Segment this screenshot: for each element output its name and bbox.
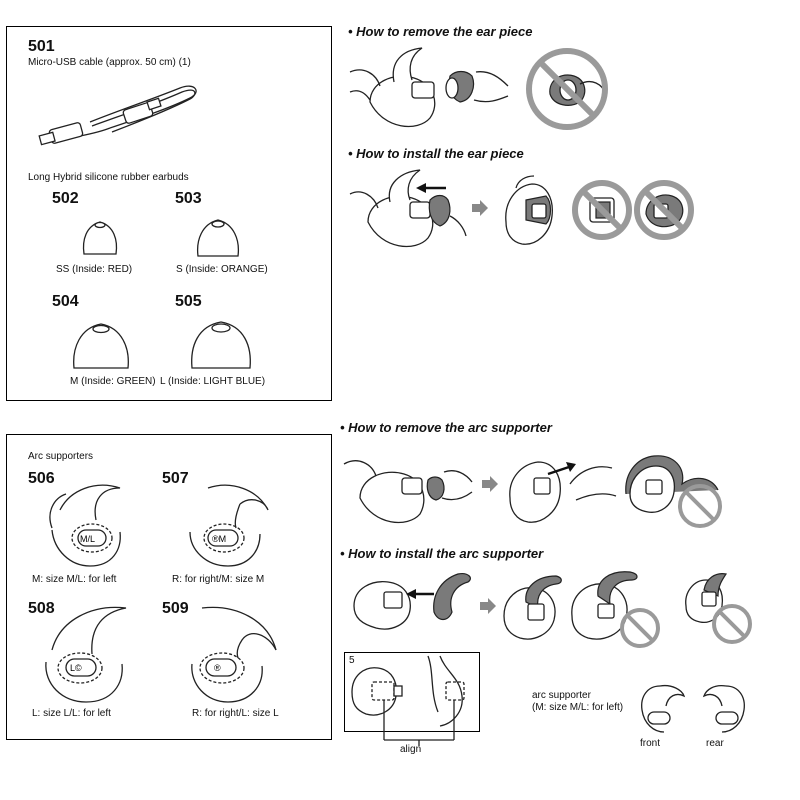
supporter-mark: ® (214, 663, 221, 673)
supporter-mark: ®M (212, 534, 226, 544)
align-inset-box (344, 652, 480, 732)
earbud-number: 505 (175, 293, 202, 310)
arrow-right-icon (472, 200, 488, 216)
supporter-number: 509 (162, 600, 189, 617)
remove-ear-piece-heading: • How to remove the ear piece (348, 24, 533, 39)
supporter-caption: R: for right/M: size M (172, 574, 265, 585)
supporter-mark: L© (70, 663, 82, 673)
arc-rear-illustration (702, 684, 745, 733)
cable-caption: Micro-USB cable (approx. 50 cm) (1) (28, 57, 191, 68)
prohibited-pull-tip-icon (526, 48, 608, 130)
arrow-right-icon (482, 476, 498, 492)
supporter-number: 508 (28, 600, 55, 617)
install-ear-piece-illustration (349, 169, 467, 248)
prohibited-install-2-icon (634, 180, 694, 240)
earbud-number: 503 (175, 190, 202, 207)
align-inset-illustration (351, 655, 465, 746)
supporter-mark: M/L (80, 534, 95, 544)
install-arc-step2-illustration (503, 575, 562, 640)
remove-arc-heading: • How to remove the arc supporter (340, 420, 552, 435)
arc-front-illustration (641, 684, 686, 733)
supporter-number: 507 (162, 470, 189, 487)
install-ear-piece-heading: • How to install the ear piece (348, 146, 524, 161)
supporter-number: 506 (28, 470, 55, 487)
earbud-caption: M (Inside: GREEN) (70, 376, 156, 387)
earbud-number: 502 (52, 190, 79, 207)
arc-front-label: front (640, 738, 661, 749)
arc-supporters-title: Arc supporters (28, 451, 94, 462)
align-label: align (400, 744, 422, 755)
supporter-508-illustration: L© (45, 606, 127, 703)
earbud-m-illustration (73, 323, 129, 369)
supporter-caption: L: size L/L: for left (32, 708, 111, 719)
supporter-509-illustration: ® (191, 606, 277, 703)
accessories-box (6, 26, 332, 401)
prohibited-install-arc-1-illustration (571, 571, 660, 648)
prohibited-remove-arc-illustration (625, 455, 722, 528)
earbud-ss-illustration (82, 221, 118, 255)
prohibited-install-1-icon (572, 180, 632, 240)
arc-supporters-box (6, 434, 332, 740)
supporter-507-illustration: ®M (189, 484, 269, 567)
remove-ear-piece-illustration (349, 47, 509, 128)
earbud-caption: SS (Inside: RED) (56, 264, 133, 275)
cable-number: 501 (28, 38, 55, 55)
install-arc-heading: • How to install the arc supporter (340, 546, 544, 561)
earbud-caption: L (Inside: LIGHT BLUE) (160, 376, 266, 387)
earbud-s-illustration (196, 219, 240, 257)
inset-step-number: 5 (349, 655, 355, 666)
remove-arc-step2-illustration (509, 461, 617, 523)
arc-note-line1: arc supporter (532, 690, 591, 701)
installed-ear-piece-illustration (505, 175, 553, 245)
supporter-506-illustration: M/L (49, 484, 121, 567)
supporter-caption: M: size M/L: for left (32, 574, 117, 585)
earbud-number: 504 (52, 293, 79, 310)
earbud-l-illustration (191, 321, 251, 369)
arc-note-line2: (M: size M/L: for left) (532, 702, 624, 713)
arc-rear-label: rear (706, 738, 724, 749)
usb-cable-illustration (38, 85, 197, 146)
supporter-caption: R: for right/L: size L (192, 708, 279, 719)
prohibited-install-arc-2-illustration (685, 573, 752, 644)
arrow-right-icon (480, 598, 496, 614)
earbuds-title: Long Hybrid silicone rubber earbuds (28, 172, 189, 183)
remove-arc-step1-illustration (343, 460, 473, 524)
earbud-caption: S (Inside: ORANGE) (176, 264, 268, 275)
install-arc-step1-illustration (353, 573, 471, 630)
